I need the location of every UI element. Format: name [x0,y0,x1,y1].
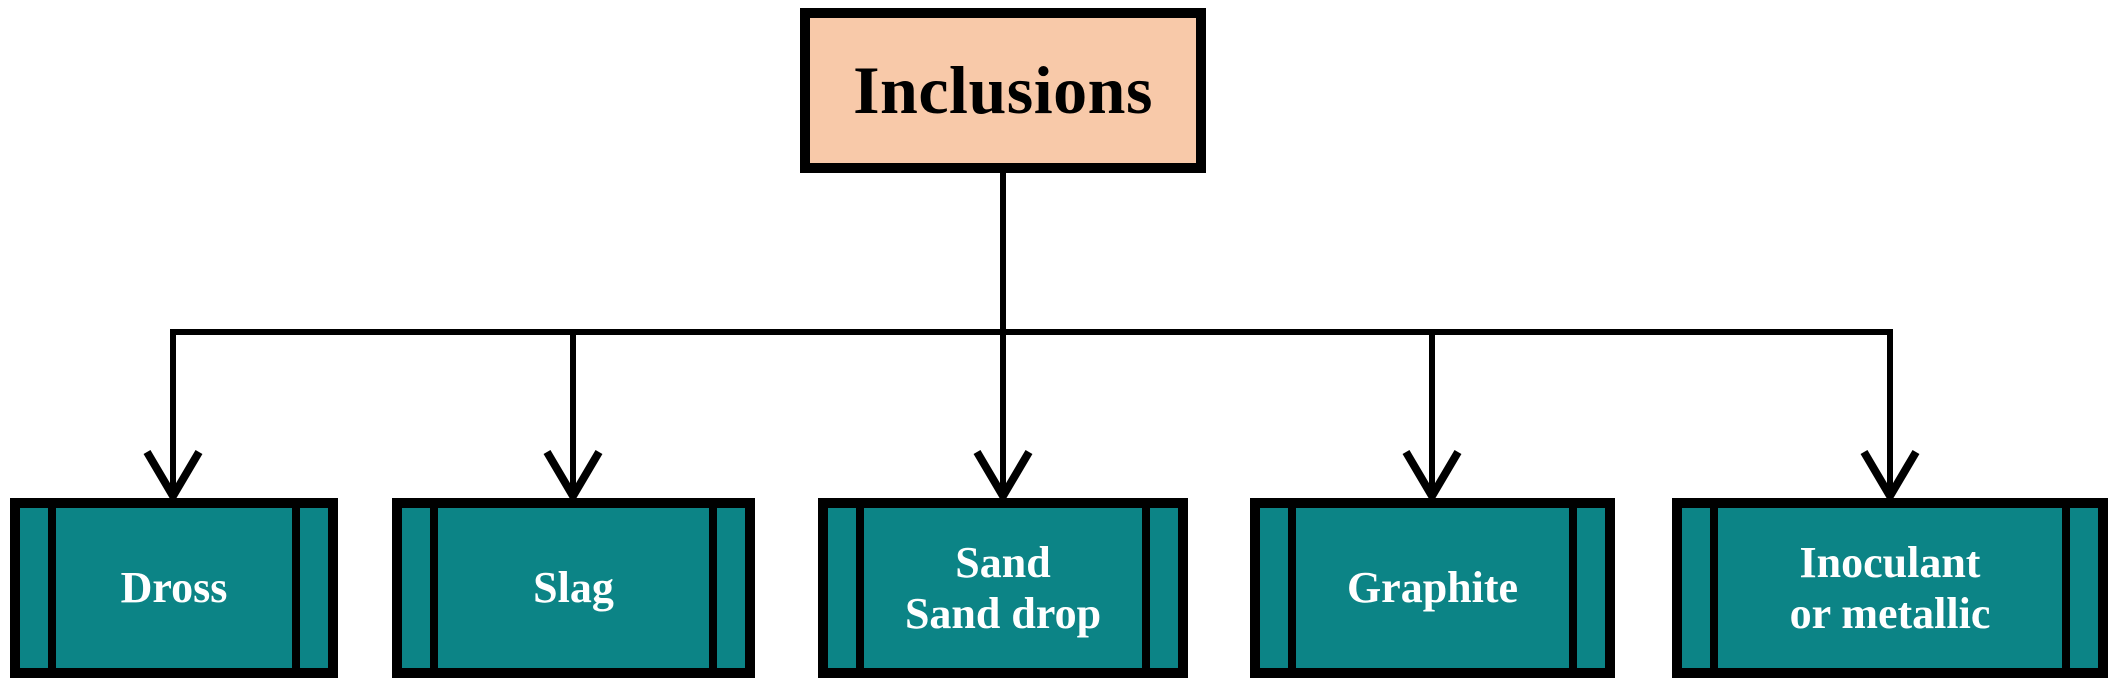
predefined-process-rail-right [292,508,300,668]
arrowhead-inoculant [1860,449,1920,504]
node-inclusions[interactable]: Inclusions [800,8,1206,173]
node-dross-label: Dross [120,563,228,613]
predefined-process-rail-left [430,508,438,668]
node-slag[interactable]: Slag [392,498,755,678]
arrowhead-graphite [1402,449,1462,504]
node-slag-label: Slag [533,563,614,613]
node-inoculant[interactable]: Inoculant or metallic [1672,498,2108,678]
predefined-process-rail-right [709,508,717,668]
node-graphite-label: Graphite [1346,563,1519,613]
predefined-process-rail-right [1569,508,1577,668]
arrowhead-dross [143,449,203,504]
predefined-process-rail-right [2062,508,2070,668]
predefined-process-rail-right [1142,508,1150,668]
node-inoculant-label: Inoculant or metallic [1789,537,1991,638]
predefined-process-rail-left [856,508,864,668]
arrowhead-sand [973,449,1033,504]
node-inclusions-label: Inclusions [853,51,1153,128]
arrowhead-slag [543,449,603,504]
node-graphite[interactable]: Graphite [1250,498,1615,678]
predefined-process-rail-left [1710,508,1718,668]
node-sand[interactable]: Sand Sand drop [818,498,1188,678]
predefined-process-rail-left [1288,508,1296,668]
node-sand-label: Sand Sand drop [904,537,1102,638]
predefined-process-rail-left [48,508,56,668]
node-dross[interactable]: Dross [10,498,338,678]
